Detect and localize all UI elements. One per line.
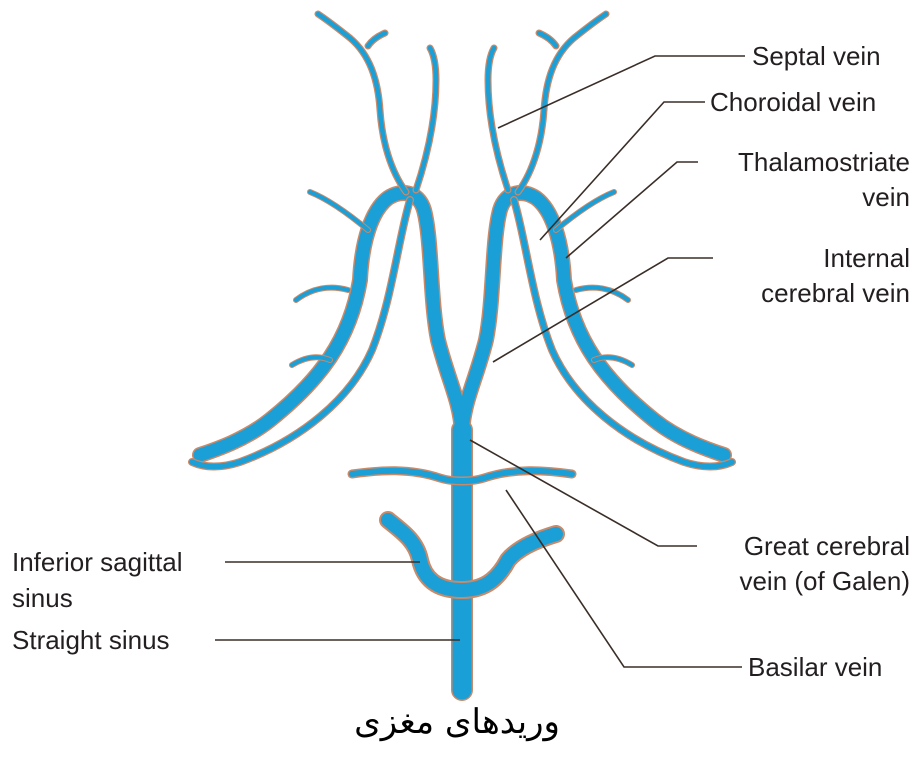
label-great-cerebral-line1: Great cerebral bbox=[744, 531, 910, 561]
label-thalamostriate-line2: vein bbox=[862, 182, 910, 212]
leader-septal bbox=[498, 56, 745, 128]
label-thalamostriate-line1: Thalamostriate bbox=[738, 147, 910, 177]
label-choroidal-vein: Choroidal vein bbox=[710, 87, 876, 117]
label-inferior-sagittal-line1: Inferior sagittal bbox=[12, 547, 183, 577]
label-internal-cerebral-line1: Internal bbox=[823, 243, 910, 273]
internal-cerebral-vein-left bbox=[200, 193, 462, 455]
label-great-cerebral-line2: vein (of Galen) bbox=[739, 566, 910, 596]
internal-cerebral-vein-right bbox=[462, 193, 724, 455]
leader-internal bbox=[493, 258, 713, 362]
label-straight-sinus: Straight sinus bbox=[12, 625, 170, 655]
label-septal-vein: Septal vein bbox=[752, 41, 881, 71]
label-internal-cerebral-line2: cerebral vein bbox=[761, 278, 910, 308]
caption: وریدهای مغزی bbox=[0, 702, 914, 742]
label-inferior-sagittal-line2: sinus bbox=[12, 583, 73, 613]
label-basilar-vein: Basilar vein bbox=[748, 652, 882, 682]
leader-basilar bbox=[506, 490, 742, 667]
